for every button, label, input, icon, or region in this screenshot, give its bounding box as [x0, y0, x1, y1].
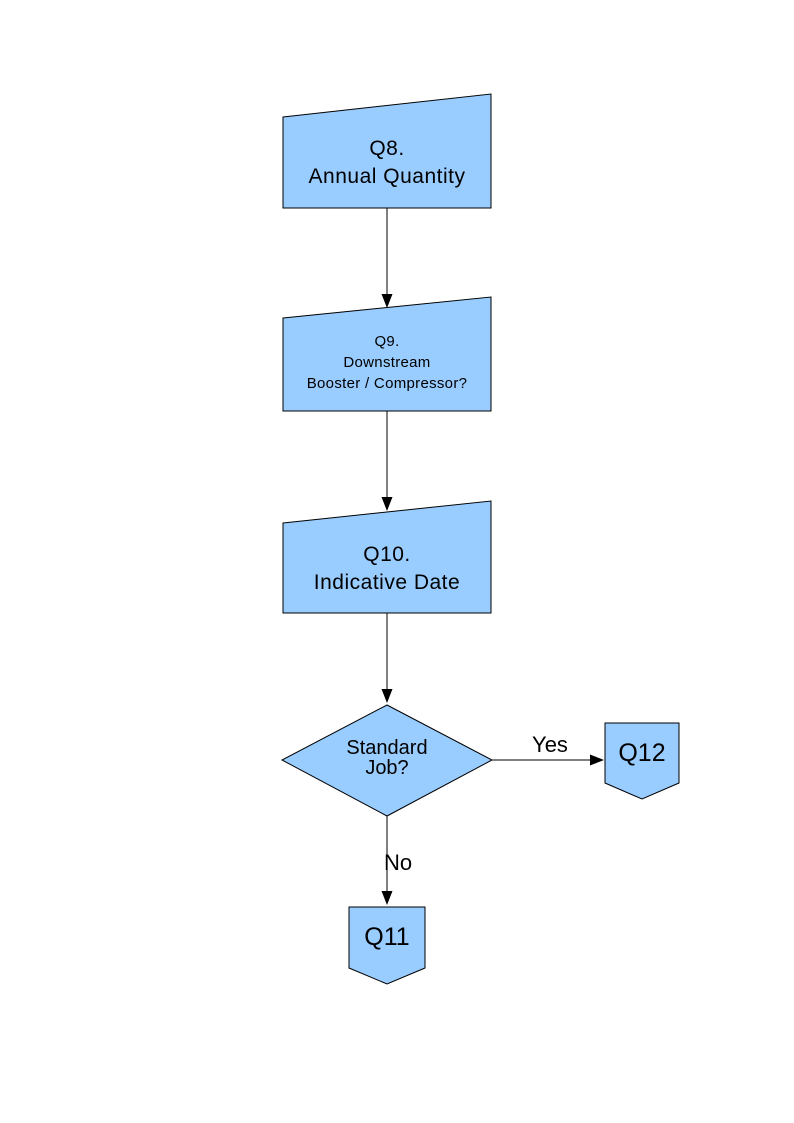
decision-node-label: Standard Job?	[282, 738, 492, 778]
q9-label-line2: Downstream	[343, 354, 431, 371]
no-edge-label: No	[384, 850, 413, 875]
q8-label-line1: Q8.	[369, 137, 405, 160]
q12-node-label: Q12	[618, 738, 666, 767]
q9-node-label: Q9. Downstream Booster / Compressor?	[283, 331, 491, 394]
q12-node-shape	[604, 722, 680, 800]
q9-label-line3: Booster / Compressor?	[306, 375, 468, 392]
q9-label-line1: Q9.	[374, 333, 400, 350]
arrowhead-decision-to-q12-icon	[590, 754, 604, 766]
q8-node-label: Q8. Annual Quantity	[283, 135, 491, 191]
q11-node-shape	[348, 906, 426, 985]
q8-node-shape	[282, 93, 492, 209]
q9-node-shape	[282, 296, 492, 412]
q10-node-shape	[282, 500, 492, 614]
arrowhead-q8-to-q9-icon	[381, 294, 393, 308]
q10-label-line1: Q10.	[363, 543, 411, 566]
q8-label-line2: Annual Quantity	[308, 165, 466, 188]
yes-edge-label: Yes	[532, 732, 568, 757]
arrowhead-q9-to-q10-icon	[381, 497, 393, 511]
arrowhead-q10-to-decision-icon	[381, 689, 393, 703]
decision-label-line2: Job?	[365, 757, 409, 779]
arrowhead-decision-to-q11-icon	[381, 891, 393, 905]
q10-label-line2: Indicative Date	[313, 571, 461, 594]
decision-label-line1: Standard	[346, 737, 428, 759]
q11-node-label: Q11	[364, 923, 410, 951]
decision-node-shape	[280, 704, 494, 817]
q10-node-label: Q10. Indicative Date	[283, 541, 491, 597]
